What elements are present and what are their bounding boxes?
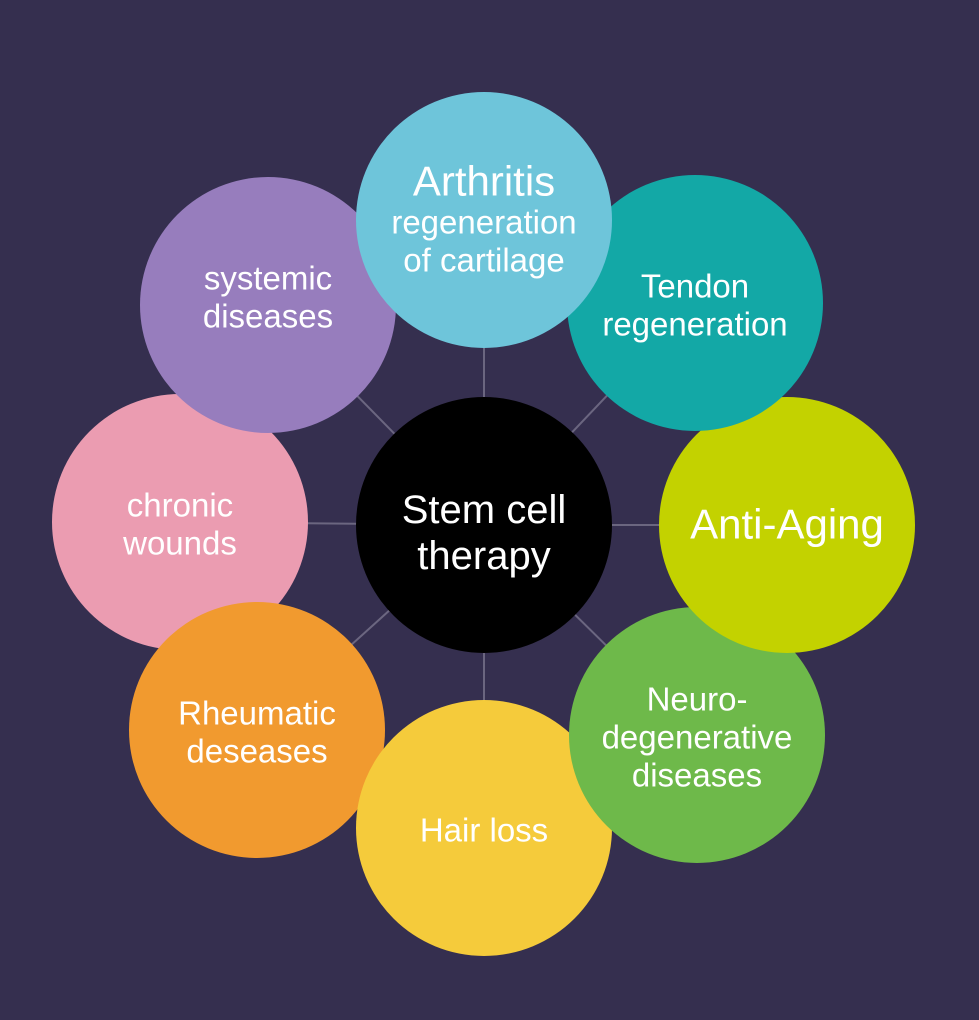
center-circle [356, 397, 612, 653]
tendon-regeneration-label-line: Tendon [641, 267, 749, 304]
hair-loss-label: Hair loss [420, 811, 548, 848]
rheumatic-diseases-circle [129, 602, 385, 858]
anti-aging-label: Anti-Aging [690, 500, 884, 547]
node-anti-aging: Anti-Aging [659, 397, 915, 653]
anti-aging-label-line: Anti-Aging [690, 500, 884, 547]
chronic-wounds-label-line: chronic [127, 486, 233, 523]
center-label-line: therapy [417, 534, 550, 578]
rheumatic-diseases-label-line: Rheumatic [178, 694, 336, 731]
center-label-line: Stem cell [402, 488, 567, 532]
arthritis-label-line: of cartilage [403, 241, 564, 278]
tendon-regeneration-circle [567, 175, 823, 431]
tendon-regeneration-label-line: regeneration [602, 305, 787, 342]
neurodegenerative-diseases-label-line: degenerative [602, 718, 793, 755]
node-hair-loss: Hair loss [356, 700, 612, 956]
systemic-diseases-label-line: systemic [204, 259, 332, 296]
arthritis-label-line: regeneration [391, 203, 576, 240]
hair-loss-circle [356, 700, 612, 956]
neurodegenerative-diseases-circle [569, 607, 825, 863]
hair-loss-label-line: Hair loss [420, 811, 548, 848]
arthritis-label-line: Arthritis [413, 157, 555, 204]
systemic-diseases-circle [140, 177, 396, 433]
chronic-wounds-label-line: wounds [122, 524, 237, 561]
systemic-diseases-label-line: diseases [203, 297, 333, 334]
arthritis-circle [356, 92, 612, 348]
chronic-wounds-circle [52, 394, 308, 650]
anti-aging-circle [659, 397, 915, 653]
neurodegenerative-diseases-label-line: Neuro- [647, 680, 748, 717]
rheumatic-diseases-label-line: deseases [186, 732, 327, 769]
neurodegenerative-diseases-label-line: diseases [632, 756, 762, 793]
